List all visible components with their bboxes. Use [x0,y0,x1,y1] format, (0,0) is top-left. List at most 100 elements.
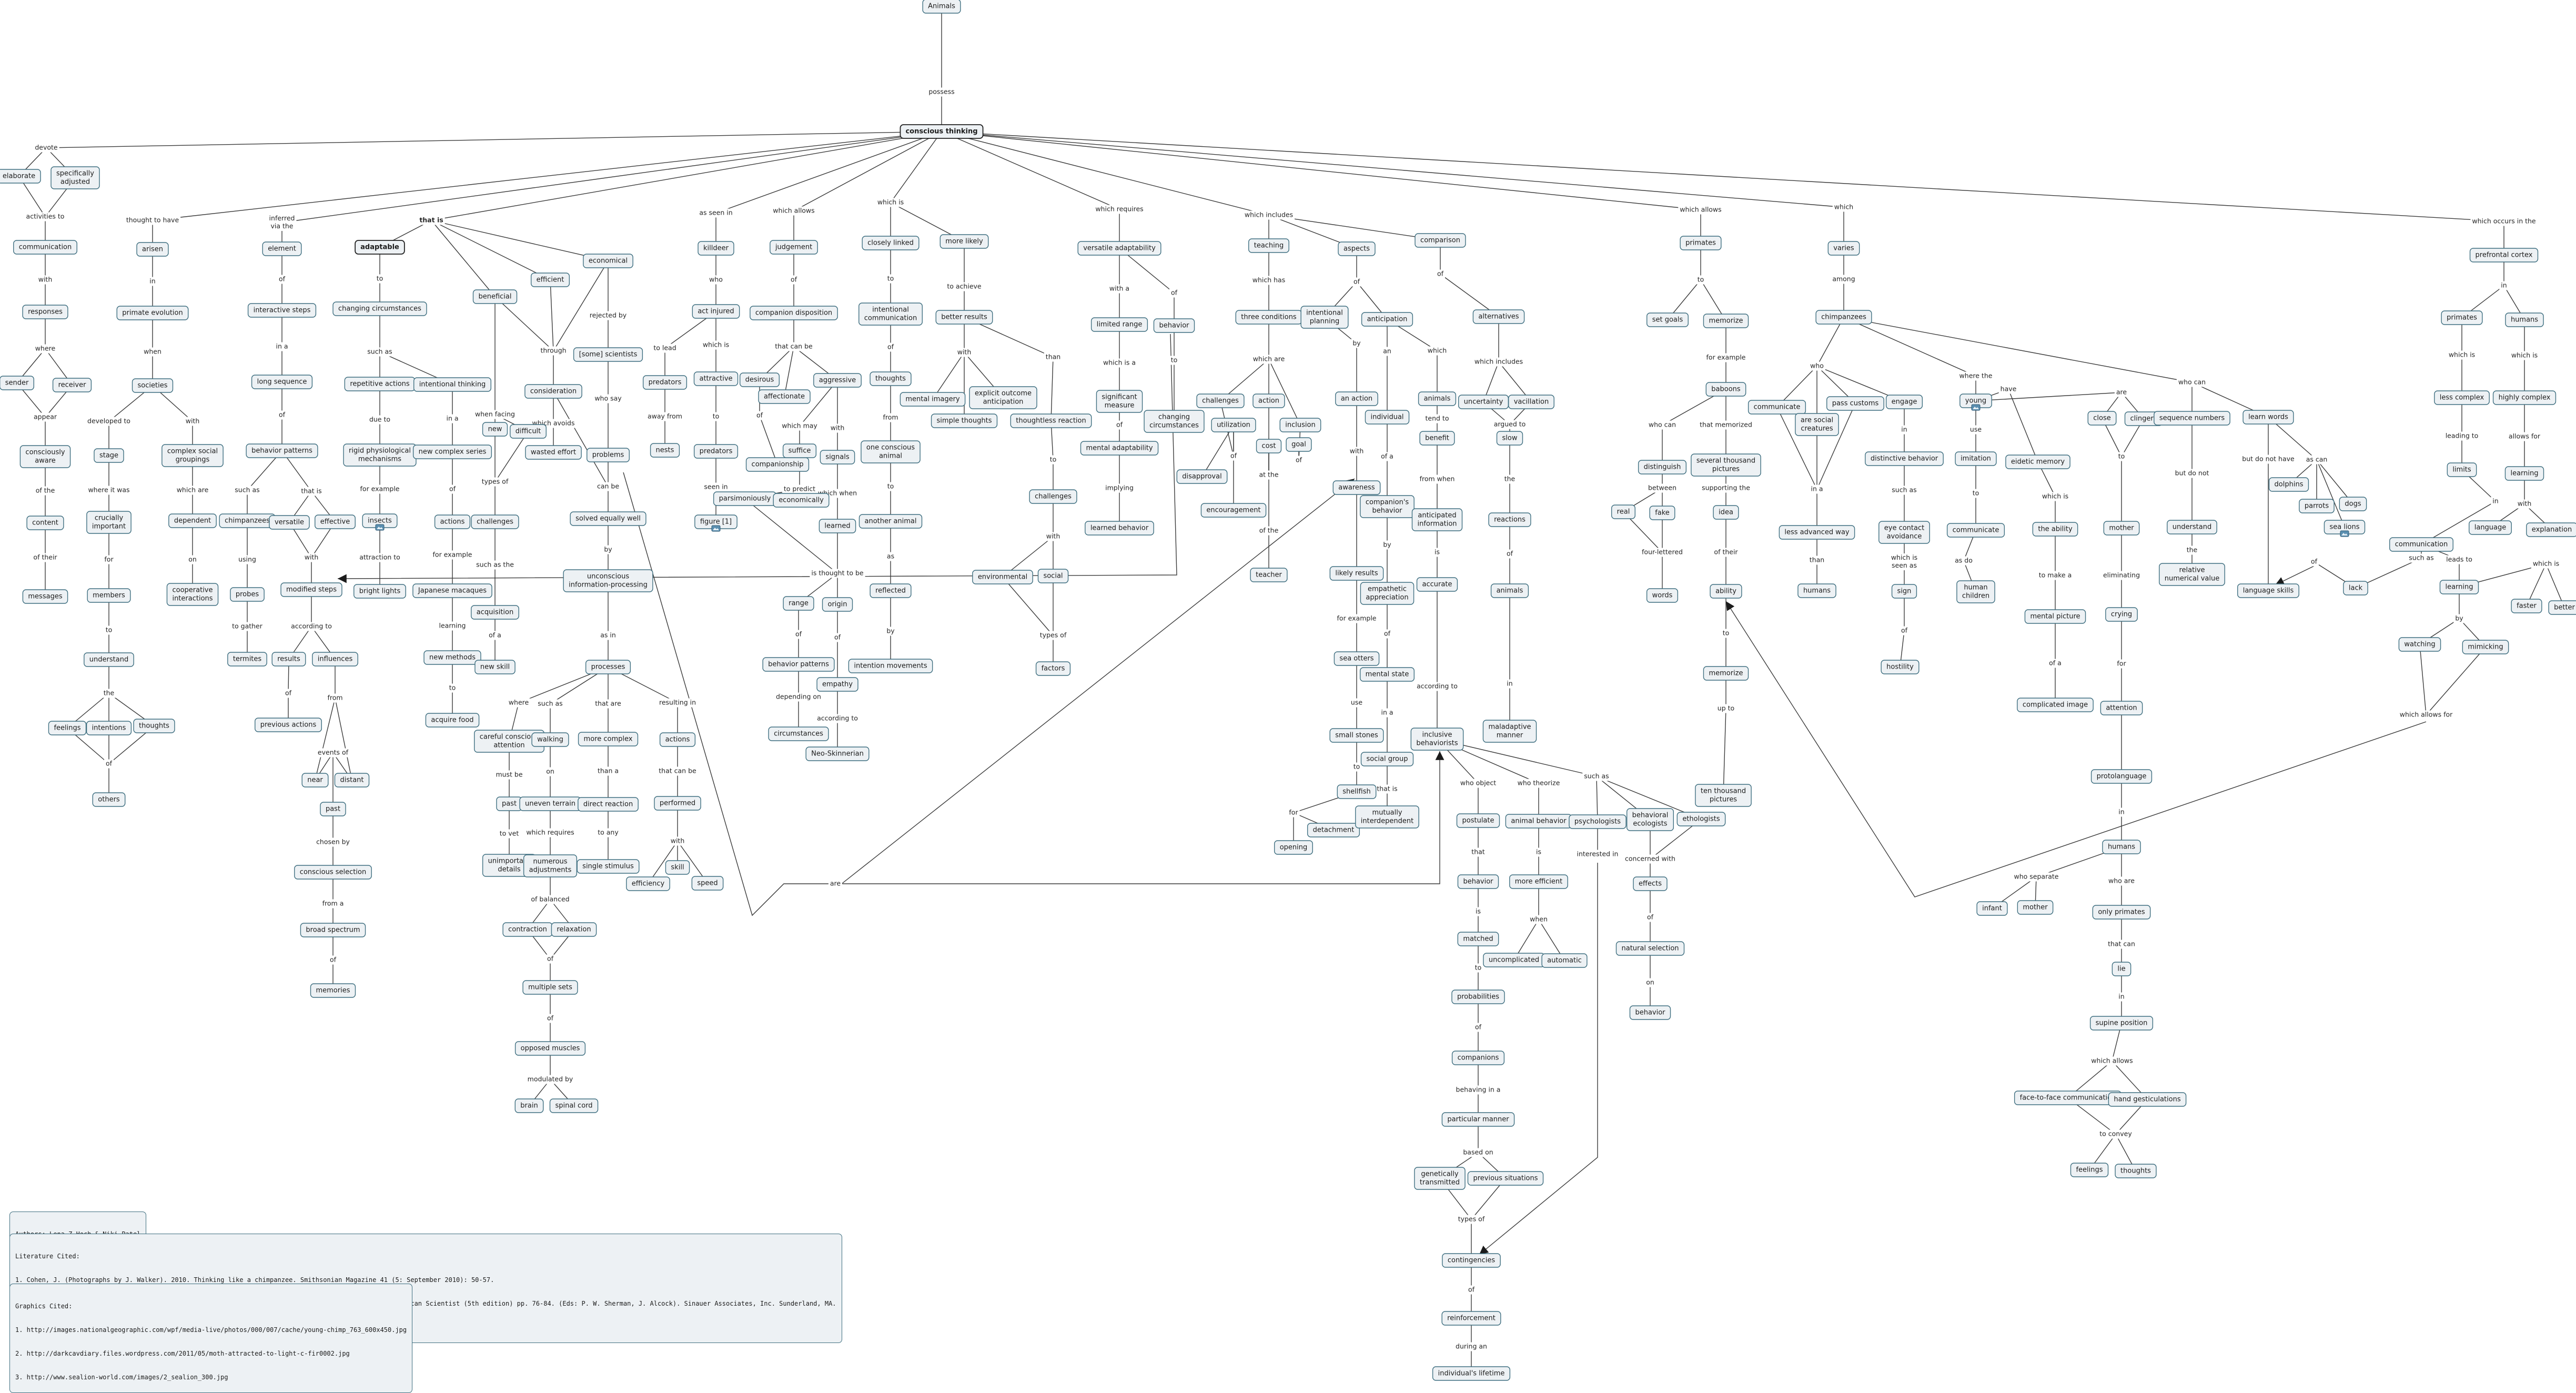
concept-challenges[interactable]: challenges [1196,393,1245,408]
image-attachment-icon[interactable] [2340,530,2349,537]
concept-learning[interactable]: learning [2504,466,2544,481]
concept-animals[interactable]: animals [1418,391,1457,406]
concept-economically[interactable]: economically [773,493,830,508]
concept-long-sequence[interactable]: long sequence [251,375,313,389]
concept-responses[interactable]: responses [22,305,68,319]
concept-contraction[interactable]: contraction [502,922,553,937]
concept-natural-selection[interactable]: natural selection [1615,941,1685,956]
concept-influences[interactable]: influences [312,652,358,667]
concept-direct-reaction[interactable]: direct reaction [578,797,639,812]
concept-predators[interactable]: predators [642,375,688,390]
concept-changing-circumstances[interactable]: changing circumstances [332,301,427,316]
concept-skill[interactable]: skill [665,860,690,875]
concept-humans[interactable]: humans [1797,583,1836,598]
concept-likely-results[interactable]: likely results [1329,566,1384,581]
image-attachment-icon[interactable] [1971,404,1981,411]
concept-explanation[interactable]: explanation [2526,522,2576,537]
concept-mental-picture[interactable]: mental picture [2024,609,2086,624]
concept-animal-behavior[interactable]: animal behavior [1505,814,1572,829]
concept-supine-position[interactable]: supine position [2089,1016,2154,1031]
concept-behavior[interactable]: behavior [1457,874,1499,889]
concept-thoughts[interactable]: thoughts [870,371,912,386]
concept-probes[interactable]: probes [230,587,265,602]
concept-previous-actions[interactable]: previous actions [255,718,322,732]
concept-learning[interactable]: learning [2439,580,2479,594]
concept-stage[interactable]: stage [94,448,124,463]
concept-watching[interactable]: watching [2398,637,2441,652]
concept-better[interactable]: better [2548,600,2576,615]
concept-primate-evolution[interactable]: primate evolution [116,306,189,320]
concept-humans[interactable]: humans [2505,312,2544,327]
concept-real[interactable]: real [1611,504,1636,519]
concept-challenges[interactable]: challenges [471,514,519,529]
concept-fake[interactable]: fake [1649,506,1675,520]
concept-encouragement[interactable]: encouragement [1200,503,1267,518]
concept-behavior[interactable]: behavior [1153,318,1195,333]
concept-communication[interactable]: communication [13,240,77,255]
image-attachment-icon[interactable] [375,524,385,531]
concept-distinguish[interactable]: distinguish [1638,460,1687,475]
concept-imitation[interactable]: imitation [1955,451,1997,466]
concept-parsimoniously[interactable]: parsimoniously [713,491,777,506]
concept-acquisition[interactable]: acquisition [471,605,519,620]
concept-individual-s-lifetime[interactable]: individual's lifetime [1432,1366,1511,1381]
concept-affectionate[interactable]: affectionate [758,389,811,404]
concept-sequence-numbers[interactable]: sequence numbers [2154,411,2230,426]
concept-multiple-sets[interactable]: multiple sets [522,980,578,995]
concept-language-skills[interactable]: language skills [2237,583,2299,598]
concept-actions[interactable]: actions [434,514,471,529]
concept-actions[interactable]: actions [659,732,696,747]
concept-content[interactable]: content [26,516,64,530]
concept-eidetic-memory[interactable]: eidetic memory [2005,455,2070,469]
concept-mimicking[interactable]: mimicking [2462,640,2509,654]
concept-members[interactable]: members [87,588,131,603]
concept-difficult[interactable]: difficult [510,424,547,439]
concept-opening[interactable]: opening [1274,840,1313,855]
concept-automatic[interactable]: automatic [1541,953,1588,968]
concept-solved-equally-well[interactable]: solved equally well [570,511,646,526]
concept-communicate[interactable]: communicate [1946,523,2005,538]
concept-more-complex[interactable]: more complex [578,732,639,746]
concept-dolphins[interactable]: dolphins [2268,477,2309,492]
concept-results[interactable]: results [271,652,306,667]
concept-young[interactable]: young [1959,393,1992,411]
concept-mental-imagery[interactable]: mental imagery [900,392,966,407]
concept-only-primates[interactable]: only primates [2092,905,2151,920]
concept-elaborate[interactable]: elaborate [0,169,41,184]
concept-opposed-muscles[interactable]: opposed muscles [514,1041,586,1056]
concept-arisen[interactable]: arisen [136,242,169,257]
concept-adaptable[interactable]: adaptable [355,240,405,255]
concept-parrots[interactable]: parrots [2299,499,2335,513]
concept-empathy[interactable]: empathy [816,677,858,692]
concept-prefrontal-cortex[interactable]: prefrontal cortex [2469,248,2539,263]
concept-repetitive-actions[interactable]: repetitive actions [344,377,416,391]
concept-the-ability[interactable]: the ability [2032,522,2078,537]
concept-termites[interactable]: termites [227,652,267,667]
concept-range[interactable]: range [783,596,814,611]
concept-communication[interactable]: communication [2389,537,2453,552]
concept-behavior[interactable]: behavior [1629,1005,1671,1020]
concept-companionship[interactable]: companionship [745,457,810,472]
concept-comparison[interactable]: comparison [1415,233,1466,248]
concept-act-injured[interactable]: act injured [692,304,740,319]
concept-intentions[interactable]: intentions [86,721,132,735]
concept-others[interactable]: others [92,792,126,807]
concept-aggressive[interactable]: aggressive [813,373,862,388]
concept-companions[interactable]: companions [1451,1051,1505,1065]
concept-reflected[interactable]: reflected [870,583,912,598]
concept-sender[interactable]: sender [0,376,35,390]
concept-consideration[interactable]: consideration [524,384,582,399]
concept-face-to-face-communication[interactable]: face-to-face communication [2014,1091,2122,1105]
concept-understand[interactable]: understand [84,652,134,667]
concept-conscious-selection[interactable]: conscious selection [294,865,372,880]
